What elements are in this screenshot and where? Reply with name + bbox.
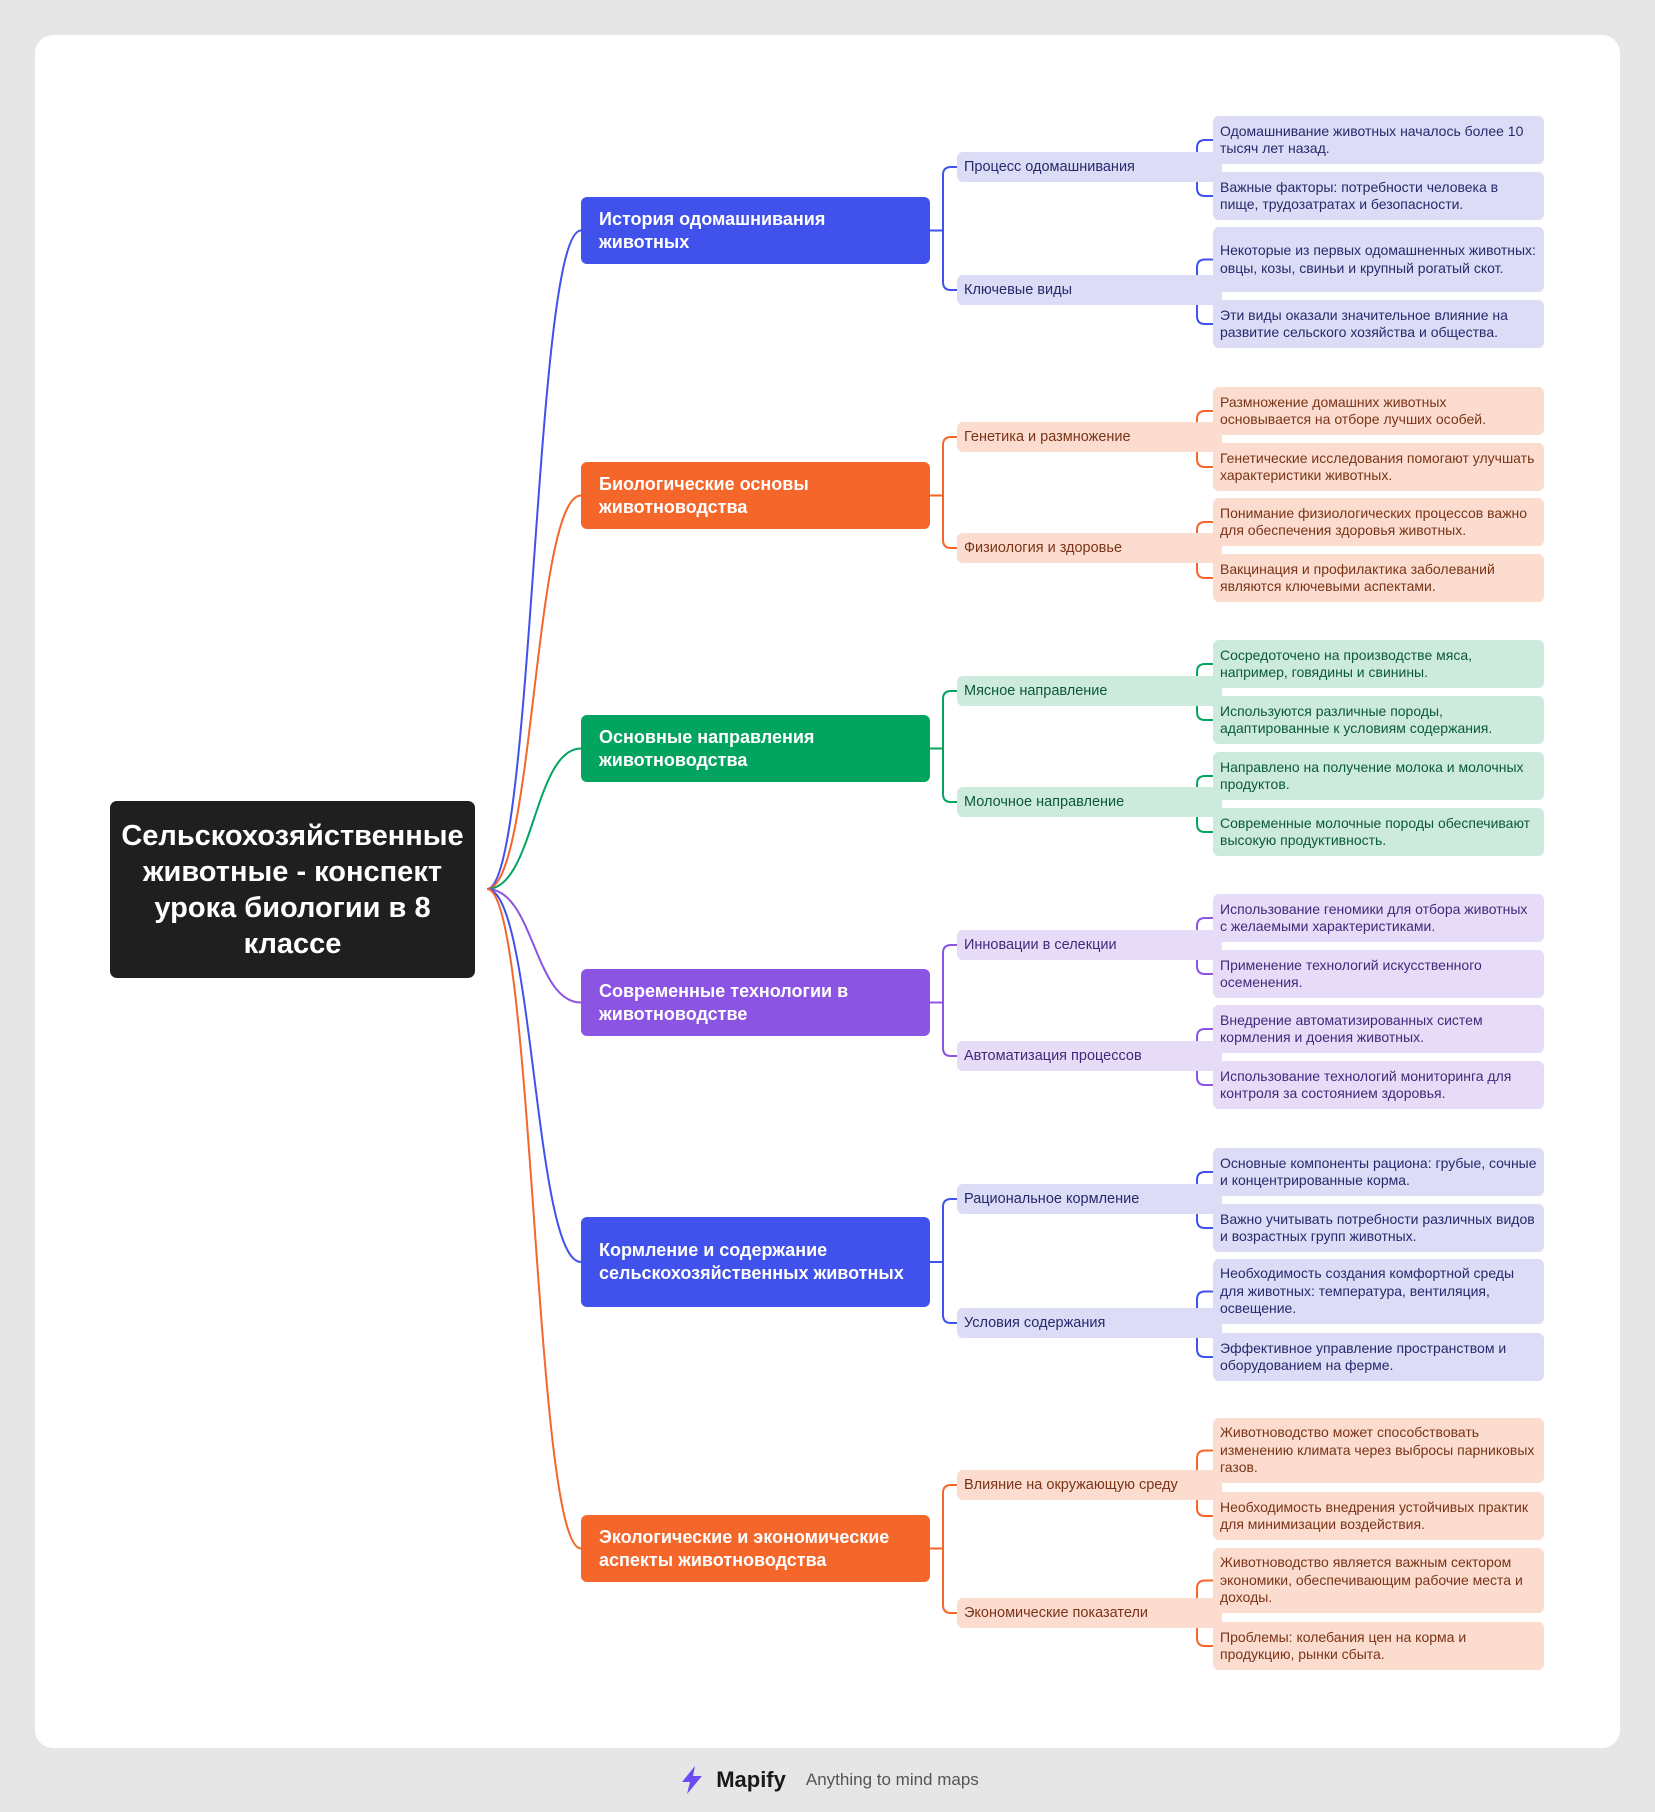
detail-text: Основные компоненты рациона: грубые, соч… — [1220, 1154, 1537, 1189]
topic-sub-connector — [930, 436, 957, 549]
detail-node[interactable]: Необходимость создания комфортной среды … — [1213, 1259, 1544, 1324]
branch-connector — [486, 888, 582, 1550]
topic-sub-connector — [930, 1484, 957, 1614]
topic-node[interactable]: Биологические основы животноводства — [581, 462, 930, 529]
detail-text: Необходимость внедрения устойчивых практ… — [1220, 1498, 1528, 1533]
detail-node[interactable]: Эти виды оказали значительное влияние на… — [1213, 300, 1544, 348]
subtopic-node[interactable]: Экономические показатели — [957, 1598, 1222, 1628]
detail-node[interactable]: Понимание физиологических процессов важн… — [1213, 498, 1544, 546]
branch-connector — [486, 747, 582, 890]
subtopic-node[interactable]: Мясное направление — [957, 676, 1222, 706]
detail-node[interactable]: Применение технологий искусственного осе… — [1213, 950, 1544, 998]
root-title: Сельскохозяйственные животные - конспект… — [121, 819, 464, 960]
topic-sub-connector — [930, 690, 957, 803]
detail-node[interactable]: Современные молочные породы обеспечивают… — [1213, 808, 1544, 856]
detail-node[interactable]: Животноводство может способствовать изме… — [1213, 1418, 1544, 1483]
detail-text: Важные факторы: потребности человека в п… — [1220, 178, 1499, 213]
topic-sub-connector — [930, 166, 957, 291]
detail-text: Вакцинация и профилактика заболеваний яв… — [1220, 560, 1495, 595]
topic-sub-connector — [930, 1198, 957, 1324]
topic-title: История одомашнивания животных — [599, 208, 826, 252]
detail-node[interactable]: Использование геномики для отбора животн… — [1213, 894, 1544, 942]
detail-text: Одомашнивание животных началось более 10… — [1220, 122, 1524, 157]
topic-node[interactable]: Экологические и экономические аспекты жи… — [581, 1515, 930, 1582]
topic-node[interactable]: Основные направления животноводства — [581, 715, 930, 782]
detail-text: Понимание физиологических процессов важн… — [1220, 504, 1528, 539]
brand-tagline: Anything to mind maps — [805, 1770, 979, 1789]
detail-node[interactable]: Вакцинация и профилактика заболеваний яв… — [1213, 554, 1544, 602]
subtopic-node[interactable]: Генетика и размножение — [957, 422, 1222, 452]
subtopic-node[interactable]: Инновации в селекции — [957, 930, 1222, 960]
detail-node[interactable]: Необходимость внедрения устойчивых практ… — [1213, 1492, 1544, 1540]
detail-node[interactable]: Использование технологий мониторинга для… — [1213, 1061, 1544, 1109]
subtopic-node[interactable]: Процесс одомашнивания — [957, 152, 1222, 182]
detail-text: Животноводство является важным сектором … — [1220, 1554, 1523, 1606]
detail-node[interactable]: Важные факторы: потребности человека в п… — [1213, 172, 1544, 220]
lightning-bolt-icon — [682, 1766, 703, 1794]
subtopic-node[interactable]: Физиология и здоровье — [957, 533, 1222, 563]
subtopic-node[interactable]: Влияние на окружающую среду — [957, 1470, 1222, 1500]
detail-text: Внедрение автоматизированных систем корм… — [1220, 1011, 1483, 1046]
detail-text: Использование геномики для отбора животн… — [1220, 900, 1528, 935]
brand-name: Mapify — [716, 1767, 786, 1792]
detail-text: Сосредоточено на производстве мяса, напр… — [1220, 646, 1473, 681]
detail-text: Необходимость создания комфортной среды … — [1220, 1265, 1515, 1317]
detail-node[interactable]: Размножение домашних животных основывает… — [1213, 387, 1544, 435]
mindmap-canvas: Сельскохозяйственные животные - конспект… — [35, 35, 1620, 1748]
detail-node[interactable]: Направлено на получение молока и молочны… — [1213, 752, 1544, 800]
detail-text: Животноводство может способствовать изме… — [1220, 1424, 1535, 1476]
subtopic-node[interactable]: Ключевые виды — [957, 275, 1222, 305]
branch-connector — [486, 888, 582, 1004]
topic-title: Экологические и экономические аспекты жи… — [599, 1526, 890, 1570]
branch-connector — [486, 494, 582, 890]
detail-text: Важно учитывать потребности различных ви… — [1220, 1210, 1535, 1245]
detail-text: Современные молочные породы обеспечивают… — [1220, 814, 1531, 849]
topic-node[interactable]: Современные технологии в животноводстве — [581, 969, 930, 1036]
detail-node[interactable]: Сосредоточено на производстве мяса, напр… — [1213, 640, 1544, 688]
detail-text: Генетические исследования помогают улучш… — [1220, 449, 1535, 484]
detail-node[interactable]: Одомашнивание животных началось более 10… — [1213, 116, 1544, 164]
detail-node[interactable]: Животноводство является важным сектором … — [1213, 1548, 1544, 1613]
topic-sub-connector — [930, 944, 957, 1057]
subtopic-node[interactable]: Молочное направление — [957, 787, 1222, 817]
detail-node[interactable]: Некоторые из первых одомашненных животны… — [1213, 227, 1544, 292]
detail-text: Эти виды оказали значительное влияние на… — [1220, 306, 1508, 341]
detail-text: Применение технологий искусственного осе… — [1220, 956, 1482, 991]
topic-node[interactable]: История одомашнивания животных — [581, 197, 930, 264]
detail-node[interactable]: Эффективное управление пространством и о… — [1213, 1333, 1544, 1381]
footer: Mapify Anything to mind maps — [0, 1760, 1655, 1800]
detail-node[interactable]: Важно учитывать потребности различных ви… — [1213, 1204, 1544, 1252]
detail-node[interactable]: Генетические исследования помогают улучш… — [1213, 443, 1544, 491]
branch-connector — [486, 888, 582, 1263]
topic-title: Основные направления животноводства — [599, 726, 815, 770]
root-node[interactable]: Сельскохозяйственные животные - конспект… — [110, 801, 475, 978]
subtopic-node[interactable]: Автоматизация процессов — [957, 1041, 1222, 1071]
subtopic-node[interactable]: Условия содержания — [957, 1308, 1222, 1338]
branch-connector — [486, 229, 582, 890]
detail-text: Проблемы: колебания цен на корма и проду… — [1220, 1628, 1467, 1663]
subtopic-node[interactable]: Рациональное кормление — [957, 1184, 1222, 1214]
detail-node[interactable]: Внедрение автоматизированных систем корм… — [1213, 1005, 1544, 1053]
detail-node[interactable]: Основные компоненты рациона: грубые, соч… — [1213, 1148, 1544, 1196]
topic-title: Современные технологии в животноводстве — [599, 980, 849, 1024]
detail-text: Использование технологий мониторинга для… — [1220, 1067, 1512, 1102]
detail-text: Некоторые из первых одомашненных животны… — [1220, 242, 1536, 276]
detail-node[interactable]: Используются различные породы, адаптиров… — [1213, 696, 1544, 744]
detail-text: Размножение домашних животных основывает… — [1220, 393, 1486, 428]
topic-title: Биологические основы животноводства — [599, 473, 809, 517]
detail-text: Используются различные породы, адаптиров… — [1220, 702, 1493, 737]
detail-node[interactable]: Проблемы: колебания цен на корма и проду… — [1213, 1622, 1544, 1670]
topic-node[interactable]: Кормление и содержание сельскохозяйствен… — [581, 1217, 930, 1307]
detail-text: Направлено на получение молока и молочны… — [1220, 758, 1524, 793]
detail-text: Эффективное управление пространством и о… — [1220, 1339, 1507, 1374]
topic-title: Кормление и содержание сельскохозяйствен… — [599, 1240, 904, 1283]
